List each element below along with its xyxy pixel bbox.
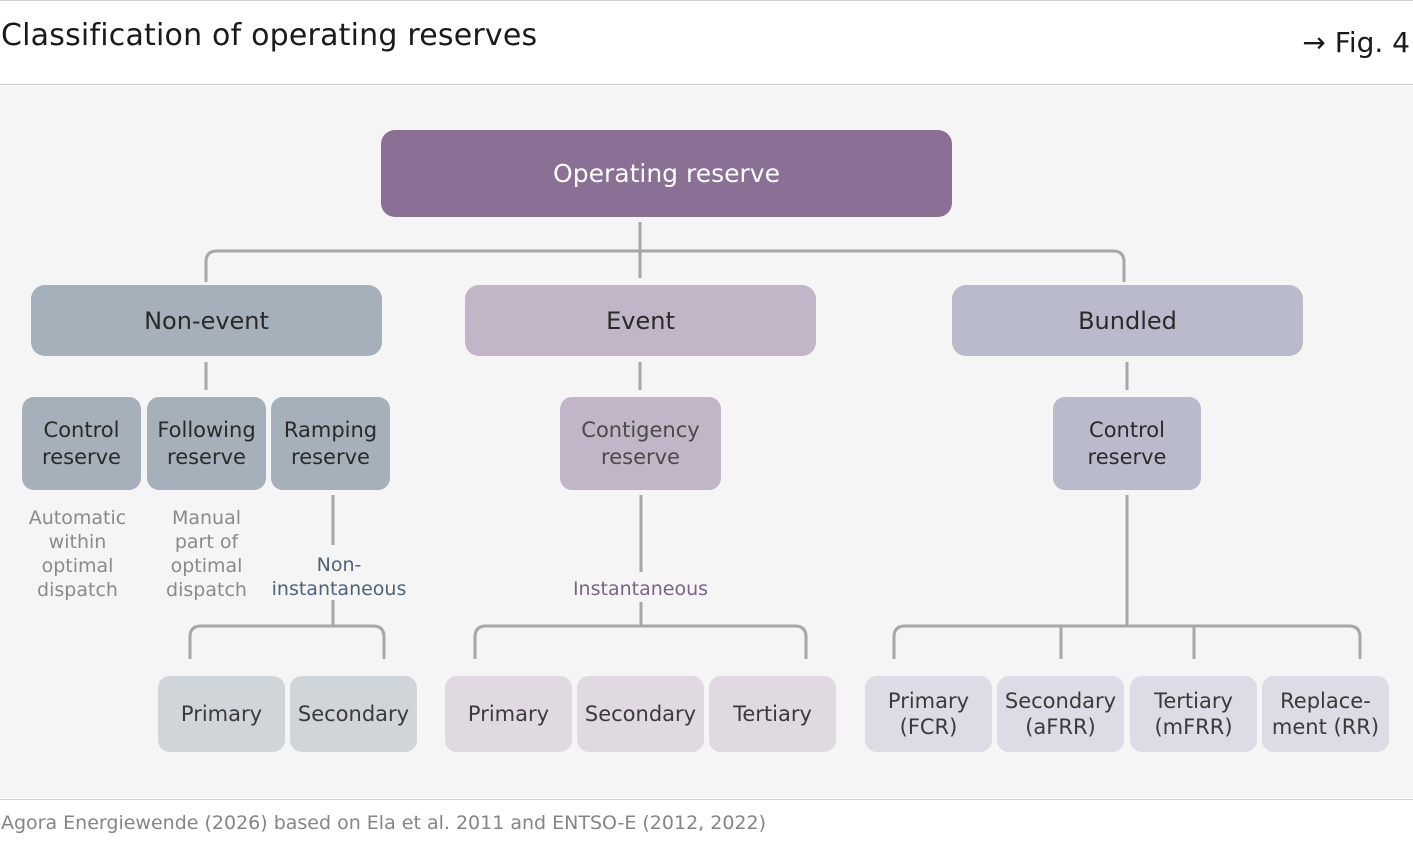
event-primary-node: Primary — [445, 676, 572, 752]
header-rule — [0, 84, 1413, 85]
following-reserve-note: Manual part of optimal dispatch — [166, 507, 247, 602]
figure-reference: → Fig. 4 — [1302, 26, 1410, 59]
figure-title: Classification of operating reserves — [1, 18, 538, 53]
bundled-node: Bundled — [952, 285, 1303, 356]
event-secondary-node: Secondary — [577, 676, 704, 752]
bundled-replacement-rr-node: Replace-ment (RR) — [1262, 676, 1389, 752]
top-rule — [0, 0, 1413, 1]
event-tertiary-node: Tertiary — [709, 676, 836, 752]
non-event-node: Non-event — [31, 285, 382, 356]
bundled-leaf-bus — [892, 624, 1362, 659]
non-event-primary-node: Primary — [158, 676, 285, 752]
event-node: Event — [465, 285, 816, 356]
top-bus — [204, 249, 1126, 282]
non-instantaneous-label: Non- instantaneous — [271, 554, 407, 601]
event-leaf-bus — [473, 624, 808, 659]
non-event-leaf-bus — [188, 624, 386, 659]
source-note: Agora Energiewende (2026) based on Ela e… — [1, 812, 767, 834]
non-event-secondary-node: Secondary — [290, 676, 417, 752]
bundled-primary-fcr-node: Primary(FCR) — [865, 676, 992, 752]
operating-reserve-node: Operating reserve — [381, 130, 952, 217]
instantaneous-label: Instantaneous — [572, 578, 709, 600]
bundled-tertiary-mfrr-node: Tertiary(mFRR) — [1130, 676, 1257, 752]
bundled-secondary-afrr-node: Secondary(aFRR) — [997, 676, 1124, 752]
control-reserve-note: Automatic within optimal dispatch — [28, 507, 127, 602]
footer-rule — [0, 799, 1413, 800]
